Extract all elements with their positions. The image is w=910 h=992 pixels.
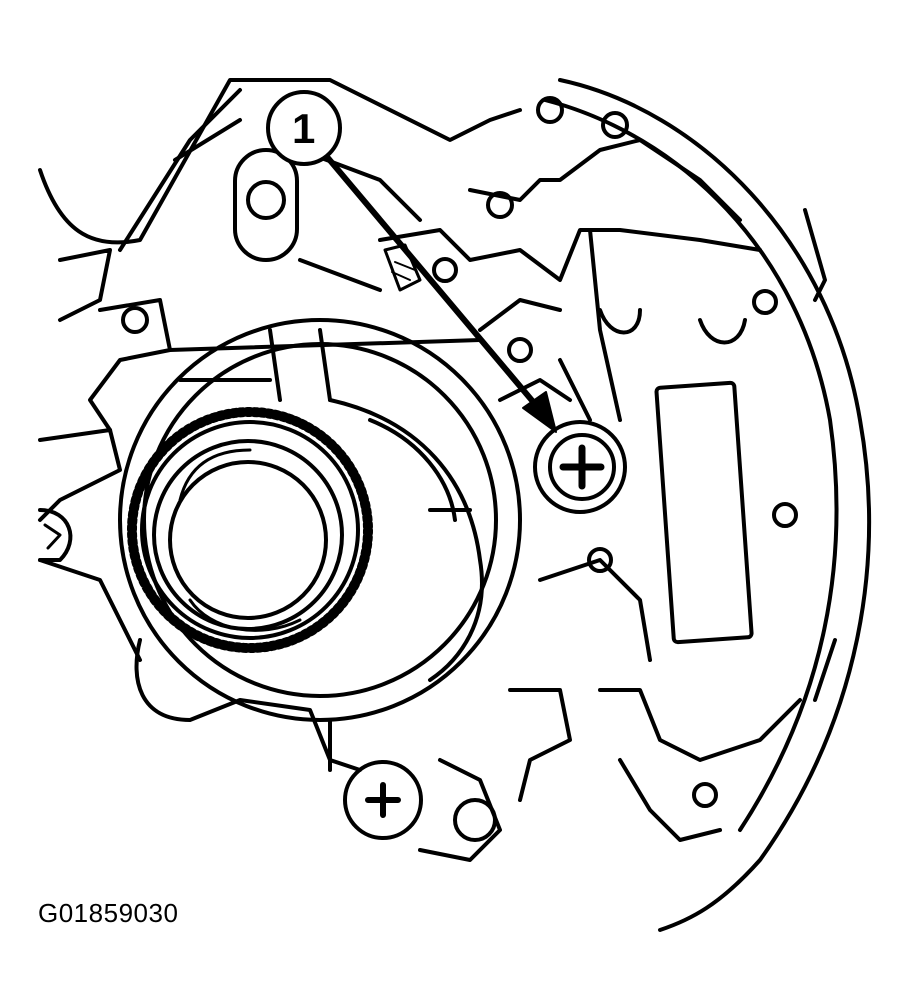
callout-leader-line [325, 155, 543, 413]
target-bolt-head [548, 433, 616, 501]
figure-id: G01859030 [38, 898, 179, 928]
pump-body-ring [118, 318, 522, 722]
callout-arrowhead [522, 391, 557, 433]
target-bolt-boss [533, 420, 627, 514]
callout-circle [266, 90, 342, 166]
gear-teeth [127, 407, 373, 653]
shaft-bore-outer [152, 439, 344, 631]
label-plate [654, 380, 754, 645]
target-bolt-cross-icon [559, 444, 605, 490]
lower-bolt-boss [343, 760, 423, 840]
lower-bolt-cross-icon [365, 782, 401, 818]
housing-left-outline [38, 78, 522, 245]
shaft-bore-inner [168, 460, 328, 620]
oval-slot [233, 148, 299, 262]
housing-outer-edge [558, 78, 872, 932]
callout-label-1: 1 [292, 105, 315, 152]
